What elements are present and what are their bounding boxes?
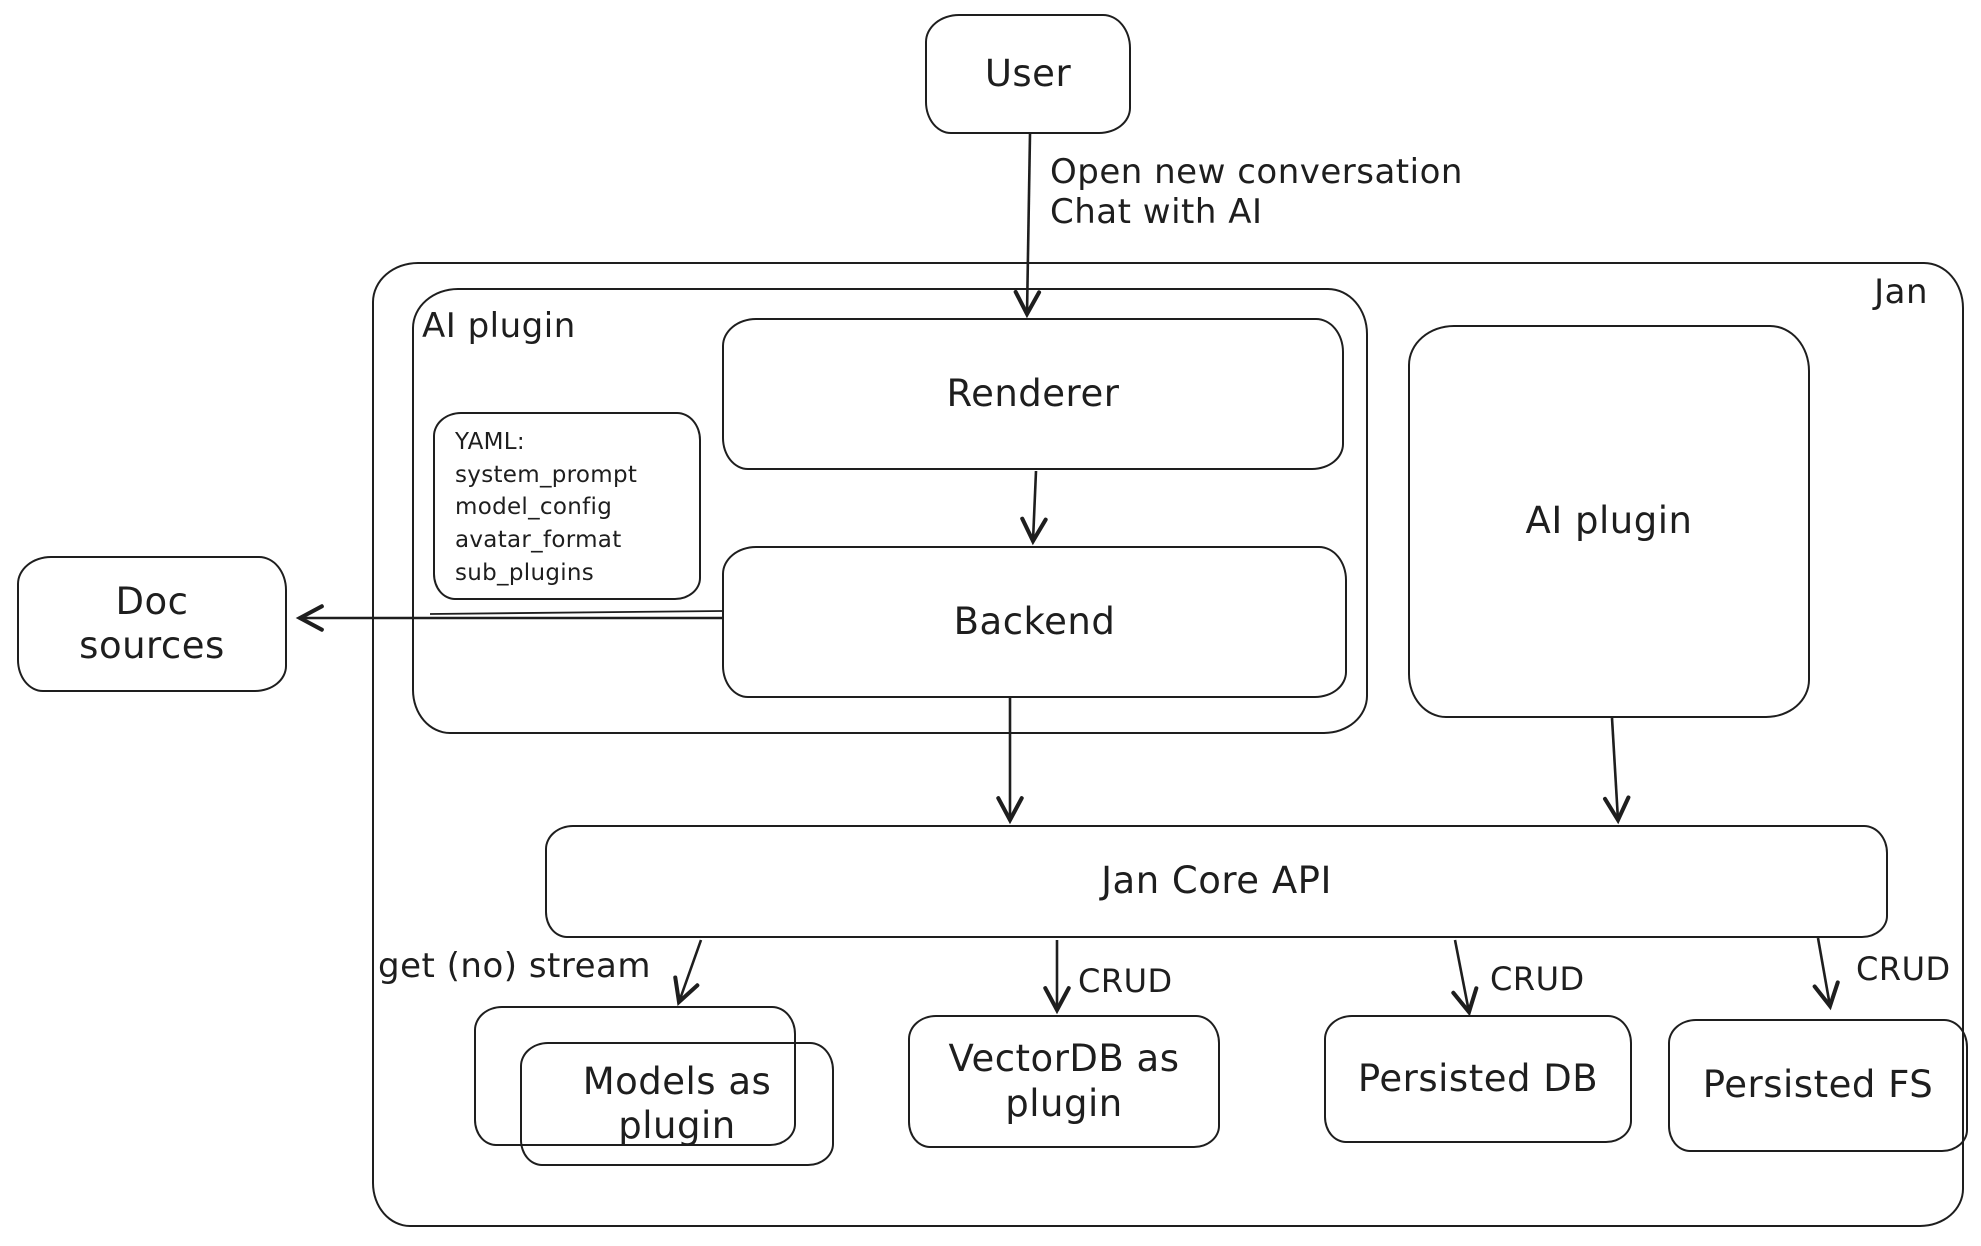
node-user: User <box>925 14 1131 134</box>
yaml-line-model-config: model_config <box>455 494 613 521</box>
doc-sources-label: Doc sources <box>79 579 225 667</box>
node-persisted-fs: Persisted FS <box>1668 1019 1968 1152</box>
node-models-as-plugin: Models as plugin <box>520 1042 834 1166</box>
ai-plugin-left-label: AI plugin <box>422 306 576 346</box>
edge-label-open-conversation-line1: Open new conversation <box>1050 152 1463 192</box>
node-persisted-db: Persisted DB <box>1324 1015 1632 1143</box>
ai-plugin-right-label: AI plugin <box>1525 499 1693 543</box>
jan-core-api-label: Jan Core API <box>1101 859 1332 903</box>
renderer-label: Renderer <box>946 371 1120 415</box>
node-renderer: Renderer <box>722 318 1344 470</box>
edge-label-crud-persisted-db: CRUD <box>1490 960 1585 998</box>
edge-label-open-conversation: Open new conversation Chat with AI <box>1050 152 1463 232</box>
node-vectordb-as-plugin: VectorDB as plugin <box>908 1015 1220 1148</box>
jan-container: Jan <box>372 262 1964 1227</box>
yaml-line-avatar-format: avatar_format <box>455 526 622 553</box>
yaml-line-sub-plugins: sub_plugins <box>455 559 595 586</box>
ai-plugin-left-container: AI plugin <box>412 288 1368 734</box>
node-ai-plugin-right: AI plugin <box>1408 325 1810 718</box>
backend-label: Backend <box>953 599 1116 643</box>
yaml-line-title: YAML: <box>455 429 525 455</box>
node-models-as-plugin-back <box>474 1006 796 1146</box>
vectordb-as-plugin-label: VectorDB as plugin <box>948 1037 1180 1125</box>
edge-label-open-conversation-line2: Chat with AI <box>1050 192 1263 232</box>
persisted-fs-label: Persisted FS <box>1702 1063 1934 1107</box>
persisted-db-label: Persisted DB <box>1357 1056 1599 1100</box>
node-doc-sources: Doc sources <box>17 556 287 692</box>
edge-label-get-no-stream: get (no) stream <box>378 946 651 986</box>
yaml-note-text: YAML: system_prompt model_config avatar_for… <box>455 426 637 589</box>
user-label: User <box>984 51 1072 95</box>
yaml-note <box>433 412 701 600</box>
jan-container-label: Jan <box>1874 272 1928 312</box>
edge-label-crud-persisted-fs: CRUD <box>1856 950 1951 988</box>
models-as-plugin-label: Models as plugin <box>582 1059 772 1147</box>
yaml-line-system-prompt: system_prompt <box>455 461 638 488</box>
node-backend: Backend <box>722 546 1347 698</box>
edge-label-crud-vectordb: CRUD <box>1078 962 1173 1000</box>
node-jan-core-api: Jan Core API <box>545 825 1888 938</box>
